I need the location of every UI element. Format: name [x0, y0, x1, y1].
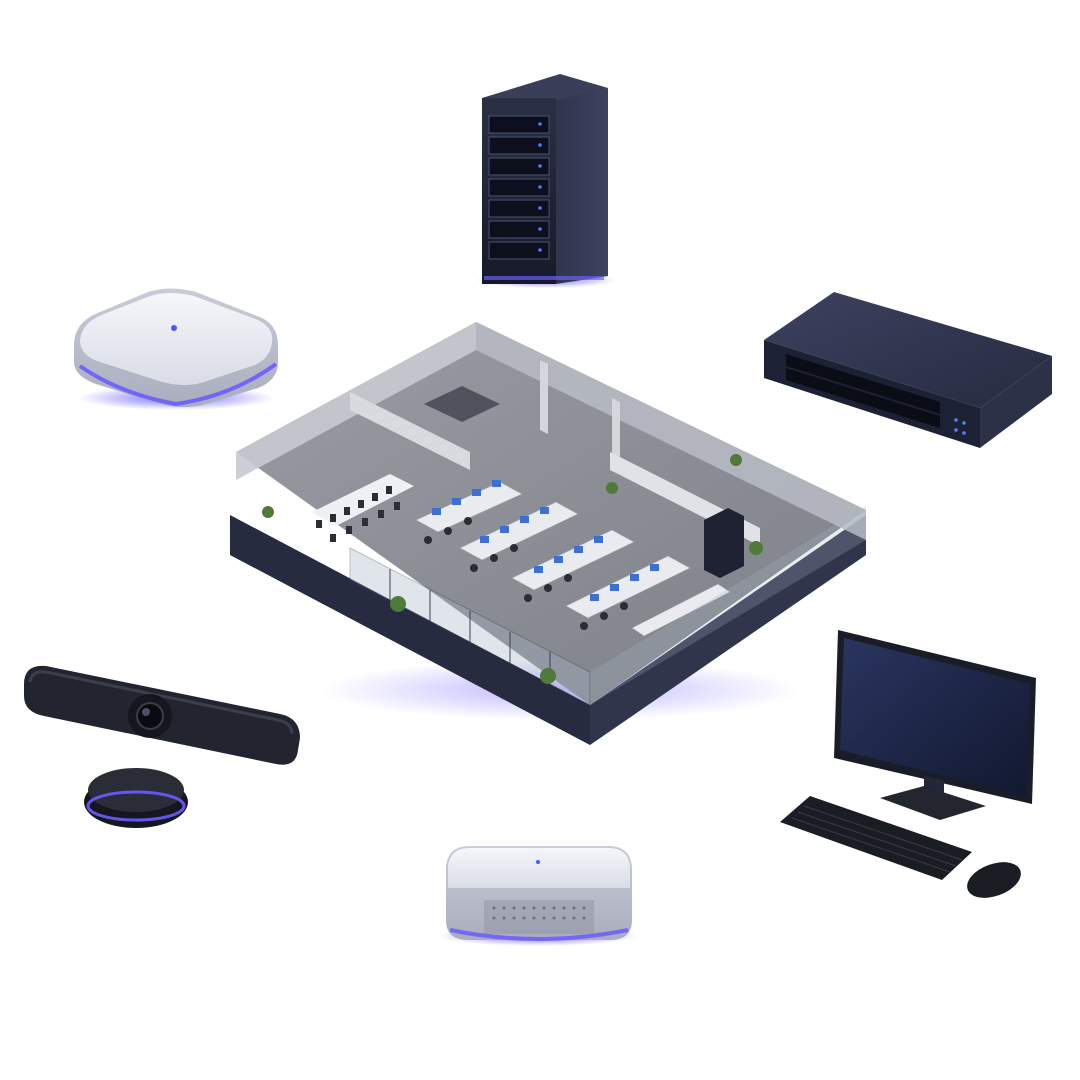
network-switch-icon [764, 292, 1052, 448]
office-floorplan-icon [230, 322, 866, 745]
server-rack-icon [476, 74, 616, 288]
mini-pc-icon [438, 846, 638, 946]
desktop-monitor-icon [780, 630, 1036, 898]
conference-camera-icon [24, 665, 300, 765]
speakerphone-icon [84, 768, 188, 828]
wifi-access-point-icon [74, 288, 278, 410]
